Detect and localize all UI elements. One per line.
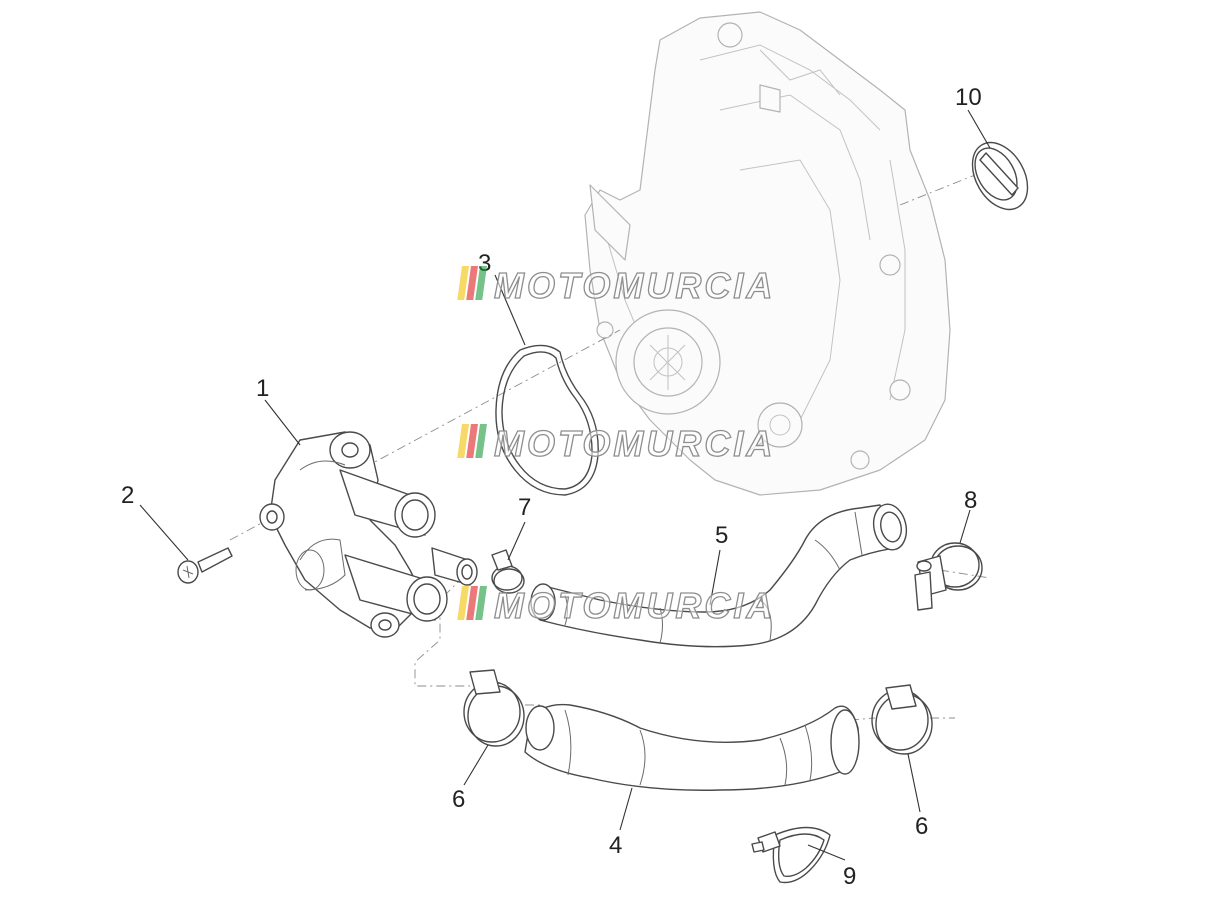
part-2-screw	[177, 547, 233, 584]
callout-10: 10	[955, 84, 982, 111]
callout-6-left: 6	[452, 786, 465, 813]
watermark-2: MOTOMURCIA	[457, 422, 775, 465]
callout-4: 4	[609, 832, 622, 859]
watermark-stripe-yellow	[457, 424, 469, 458]
callout-1: 1	[256, 375, 269, 402]
watermark-stripe-yellow	[457, 586, 469, 620]
watermark-stripe-green	[475, 266, 487, 300]
part-5-hose	[530, 503, 908, 648]
part-9-cable-tie	[751, 826, 831, 884]
callout-labels: 1 2 3 4 5 6 6 7 8 9 10	[121, 84, 982, 890]
watermark-1: MOTOMURCIA	[457, 264, 775, 307]
part-10-plug	[971, 141, 1029, 211]
watermark-text: MOTOMURCIA	[494, 585, 775, 626]
part-7-clamp	[491, 549, 525, 594]
engine-casing	[584, 11, 951, 496]
watermark-stripe-red	[466, 266, 478, 300]
callout-7: 7	[518, 494, 531, 521]
callout-5: 5	[715, 522, 728, 549]
part-3-gasket	[495, 344, 599, 496]
watermark-stripe-yellow	[457, 266, 469, 300]
leader-lines	[139, 109, 991, 861]
watermark-stripe-green	[475, 586, 487, 620]
watermark-stripe-green	[475, 424, 487, 458]
part-4-hose	[524, 703, 860, 791]
watermark-stripe-red	[466, 586, 478, 620]
part-6-clamp-left	[463, 669, 525, 747]
watermark-text: MOTOMURCIA	[494, 423, 775, 464]
watermark-text: MOTOMURCIA	[494, 265, 775, 306]
watermark-stripe-red	[466, 424, 478, 458]
watermark-3: MOTOMURCIA	[457, 584, 775, 627]
callout-9: 9	[843, 863, 856, 890]
part-6-clamp-right	[871, 684, 933, 755]
part-1-pump-housing	[259, 431, 478, 638]
callout-8: 8	[964, 487, 977, 514]
callout-2: 2	[121, 482, 134, 509]
callout-6-right: 6	[915, 813, 928, 840]
part-8-screw-clamp	[914, 542, 983, 611]
